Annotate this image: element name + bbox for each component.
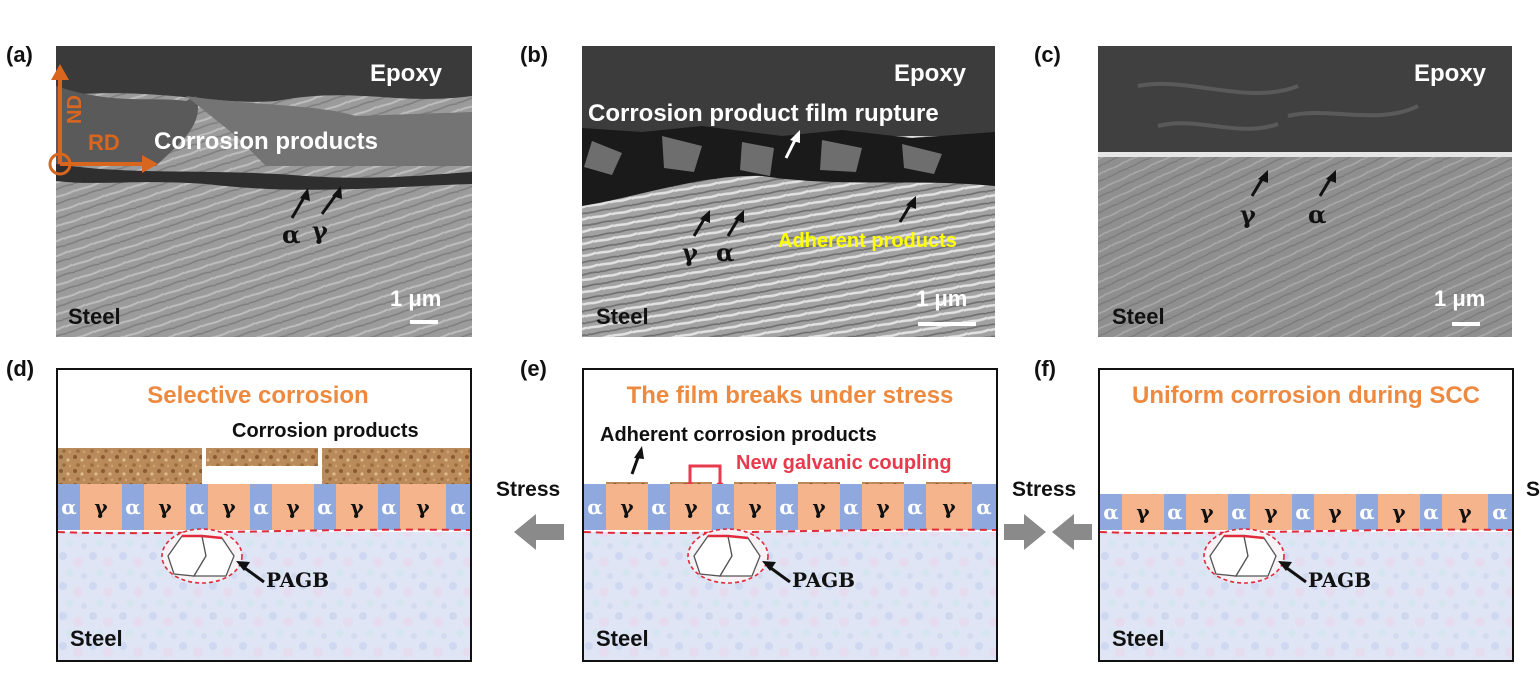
scale-bar-c — [1452, 322, 1480, 326]
phase-gamma: γ — [1122, 494, 1164, 530]
phase-label-gamma-a: γ — [312, 216, 328, 245]
phase-gamma: γ — [926, 484, 972, 530]
phase-gamma: γ — [670, 484, 712, 530]
label-epoxy-b: Epoxy — [894, 60, 967, 87]
sem-image-c: Epoxy Steel 1 μm γ α — [1098, 46, 1512, 337]
phase-alpha: α — [446, 484, 470, 530]
phase-alpha: α — [1164, 494, 1186, 530]
schematic-d: Selective corrosion Corrosion products α… — [56, 368, 472, 662]
stress-arrows-mid — [1004, 514, 1092, 550]
phase-label-gamma-c: γ — [1240, 200, 1256, 229]
title-d: Selective corrosion — [147, 382, 369, 409]
label-corrosion-a: Corrosion products — [154, 128, 379, 155]
panel-label-d: (d) — [6, 356, 35, 381]
phase-gamma: γ — [1442, 494, 1488, 530]
label-epoxy-a: Epoxy — [370, 60, 443, 87]
schematic-e: The film breaks under stress Adherent co… — [582, 368, 998, 662]
axis-label-rd: RD — [88, 130, 120, 155]
label-steel-f: Steel — [1112, 626, 1165, 651]
stress-arrow-left — [514, 514, 564, 550]
scale-bar-a — [410, 320, 438, 324]
phase-gamma: γ — [400, 484, 446, 530]
phase-row-e: α γ α γ α γ α γ α γ α γ α — [584, 484, 996, 530]
label-pagb-f: PAGB — [1308, 568, 1372, 592]
phase-alpha: α — [378, 484, 400, 530]
phase-alpha: α — [840, 484, 862, 530]
panel-label-a: (a) — [6, 42, 33, 67]
scale-label-a: 1 μm — [390, 286, 442, 311]
phase-alpha: α — [1420, 494, 1442, 530]
label-steel-b: Steel — [596, 304, 649, 329]
phase-gamma: γ — [1250, 494, 1292, 530]
label-steel-c: Steel — [1112, 304, 1165, 329]
phase-alpha: α — [712, 484, 734, 530]
phase-gamma: γ — [80, 484, 122, 530]
label-adherent-e: Adherent corrosion products — [600, 424, 877, 446]
phase-alpha: α — [904, 484, 926, 530]
phase-row-f: α γ α γ α γ α γ α γ α γ α — [1100, 494, 1512, 530]
phase-gamma: γ — [798, 484, 840, 530]
phase-row-d: α γ α γ α γ α γ α γ α γ α — [58, 484, 470, 530]
label-galvanic-e: New galvanic coupling — [736, 452, 952, 474]
phase-label-alpha-b: α — [716, 238, 735, 267]
panel-label-f: (f) — [1034, 356, 1056, 381]
label-steel-a: Steel — [68, 304, 121, 329]
phase-alpha: α — [648, 484, 670, 530]
phase-alpha: α — [250, 484, 272, 530]
phase-alpha: α — [58, 484, 80, 530]
label-corrosion-d: Corrosion products — [232, 420, 419, 442]
phase-alpha: α — [972, 484, 996, 530]
phase-gamma: γ — [862, 484, 904, 530]
phase-alpha: α — [314, 484, 336, 530]
panel-label-b: (b) — [520, 42, 549, 67]
phase-alpha: α — [1356, 494, 1378, 530]
phase-label-alpha-c: α — [1308, 200, 1327, 229]
scale-bar-b — [918, 322, 976, 326]
phase-alpha: α — [122, 484, 144, 530]
scale-label-c: 1 μm — [1434, 286, 1486, 311]
phase-gamma: γ — [208, 484, 250, 530]
phase-alpha: α — [1292, 494, 1314, 530]
phase-alpha: α — [1488, 494, 1512, 530]
title-f: Uniform corrosion during SCC — [1132, 382, 1480, 409]
phase-alpha: α — [584, 484, 606, 530]
phase-label-gamma-b: γ — [682, 238, 698, 267]
phase-gamma: γ — [606, 484, 648, 530]
phase-gamma: γ — [272, 484, 314, 530]
label-stress-right: S — [1526, 478, 1540, 501]
phase-gamma: γ — [336, 484, 378, 530]
phase-alpha: α — [1100, 494, 1122, 530]
label-epoxy-c: Epoxy — [1414, 60, 1487, 87]
label-steel-e: Steel — [596, 626, 649, 651]
sem-image-b: Epoxy Corrosion product film rupture Adh… — [582, 46, 995, 337]
panel-label-c: (c) — [1034, 42, 1061, 67]
schematic-f: Uniform corrosion during SCC α γ α γ α γ… — [1098, 368, 1514, 662]
label-pagb-d: PAGB — [266, 568, 330, 592]
phase-gamma: γ — [144, 484, 186, 530]
title-e: The film breaks under stress — [626, 382, 954, 409]
label-stress-mid: Stress — [1012, 478, 1077, 501]
label-stress-left: Stress — [496, 478, 561, 501]
phase-gamma: γ — [734, 484, 776, 530]
phase-gamma: γ — [1378, 494, 1420, 530]
panel-label-e: (e) — [520, 356, 547, 381]
phase-alpha: α — [1228, 494, 1250, 530]
label-steel-d: Steel — [70, 626, 123, 651]
label-adherent-b: Adherent products — [778, 230, 957, 252]
phase-alpha: α — [776, 484, 798, 530]
phase-gamma: γ — [1186, 494, 1228, 530]
axis-label-nd: ND — [64, 95, 86, 124]
sem-image-a: Epoxy Corrosion products Steel 1 μm α γ — [56, 46, 472, 337]
axis-indicator-a — [48, 64, 158, 176]
label-rupture-b: Corrosion product film rupture — [588, 100, 939, 127]
label-pagb-e: PAGB — [792, 568, 856, 592]
phase-gamma: γ — [1314, 494, 1356, 530]
scale-label-b: 1 μm — [916, 286, 968, 311]
phase-alpha: α — [186, 484, 208, 530]
phase-label-alpha-a: α — [282, 220, 301, 249]
